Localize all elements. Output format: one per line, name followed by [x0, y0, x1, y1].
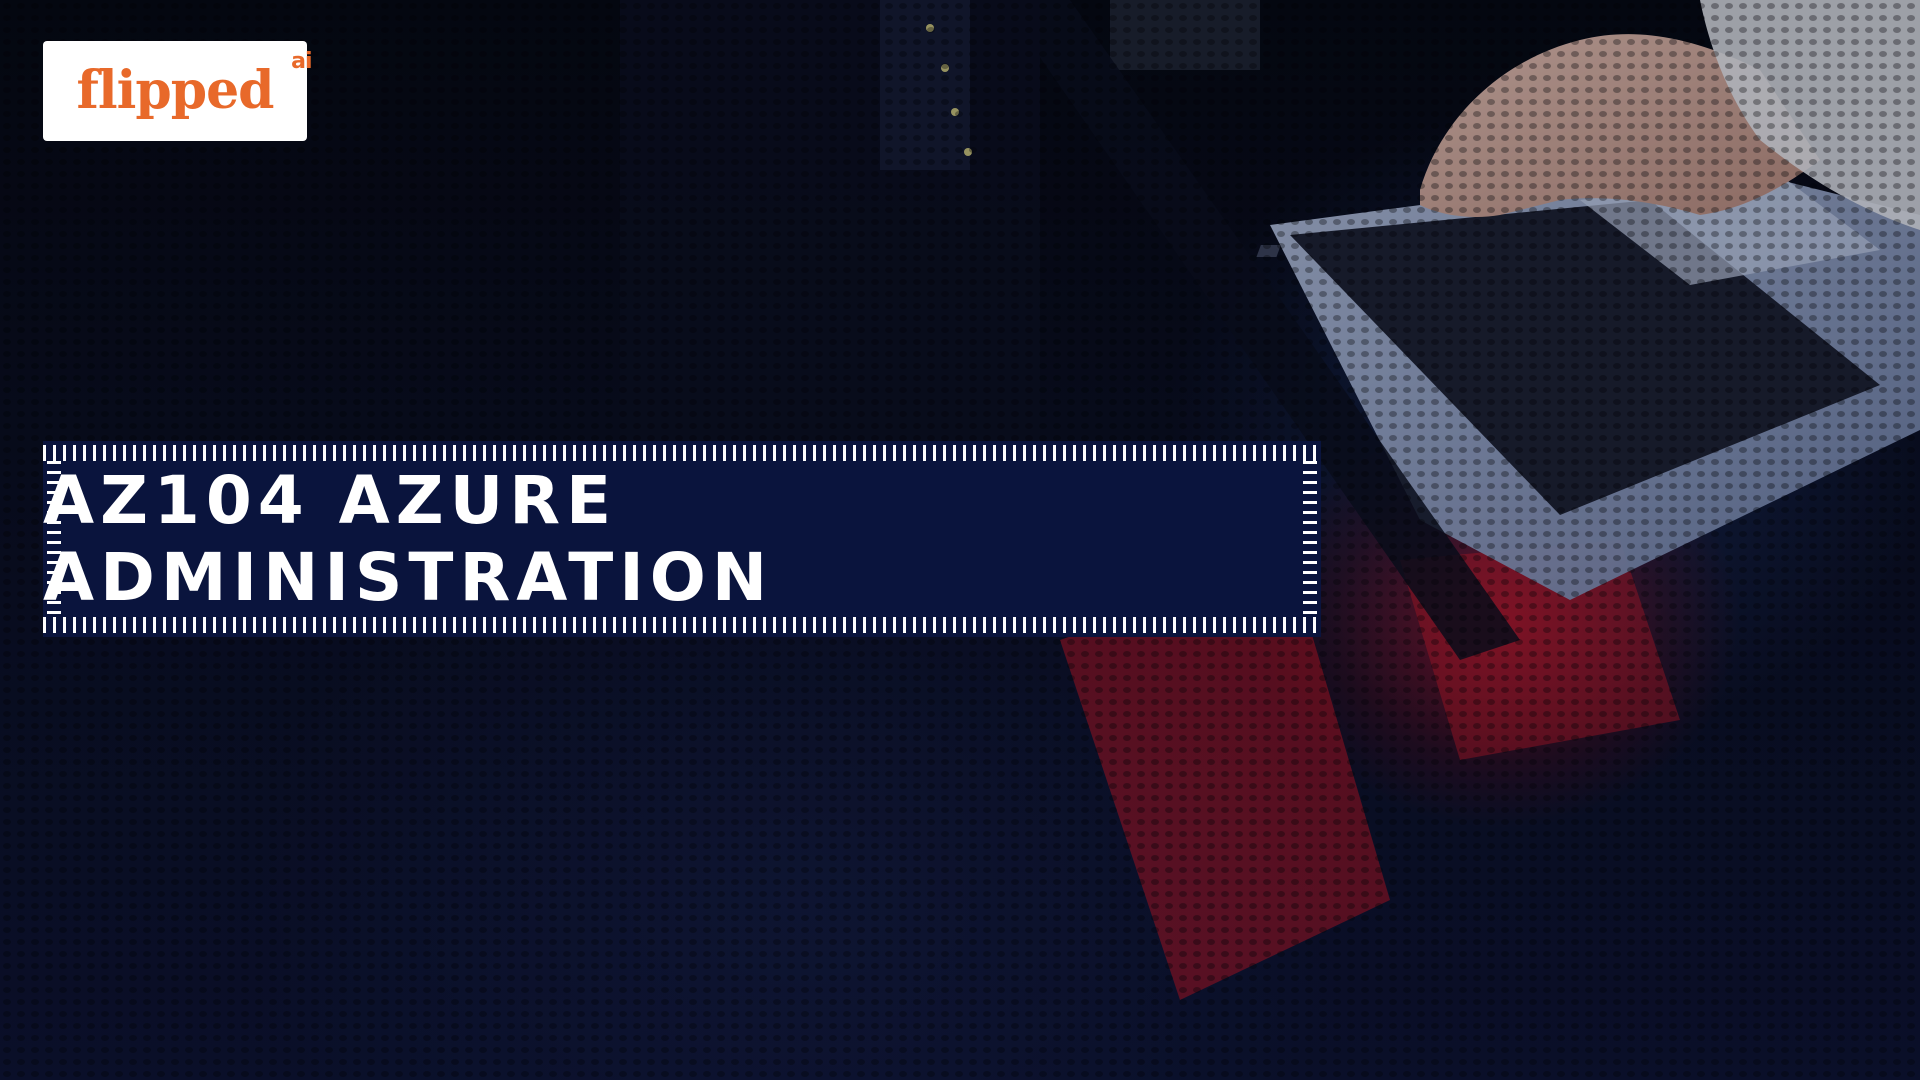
logo-wordmark-primary: flipped [76, 60, 274, 121]
ruler-left-decoration [47, 461, 61, 617]
logo-wordmark: flipped ai [76, 51, 312, 117]
ruler-bottom-decoration [43, 617, 1321, 633]
logo-superscript: ai [291, 49, 312, 74]
ruler-right-decoration [1303, 461, 1317, 617]
brand-logo[interactable]: flipped ai [43, 41, 313, 141]
course-title: AZ104 AZURE ADMINISTRATION [43, 462, 774, 616]
ruler-top-decoration [43, 445, 1321, 461]
title-banner: AZ104 AZURE ADMINISTRATION [43, 441, 1321, 637]
